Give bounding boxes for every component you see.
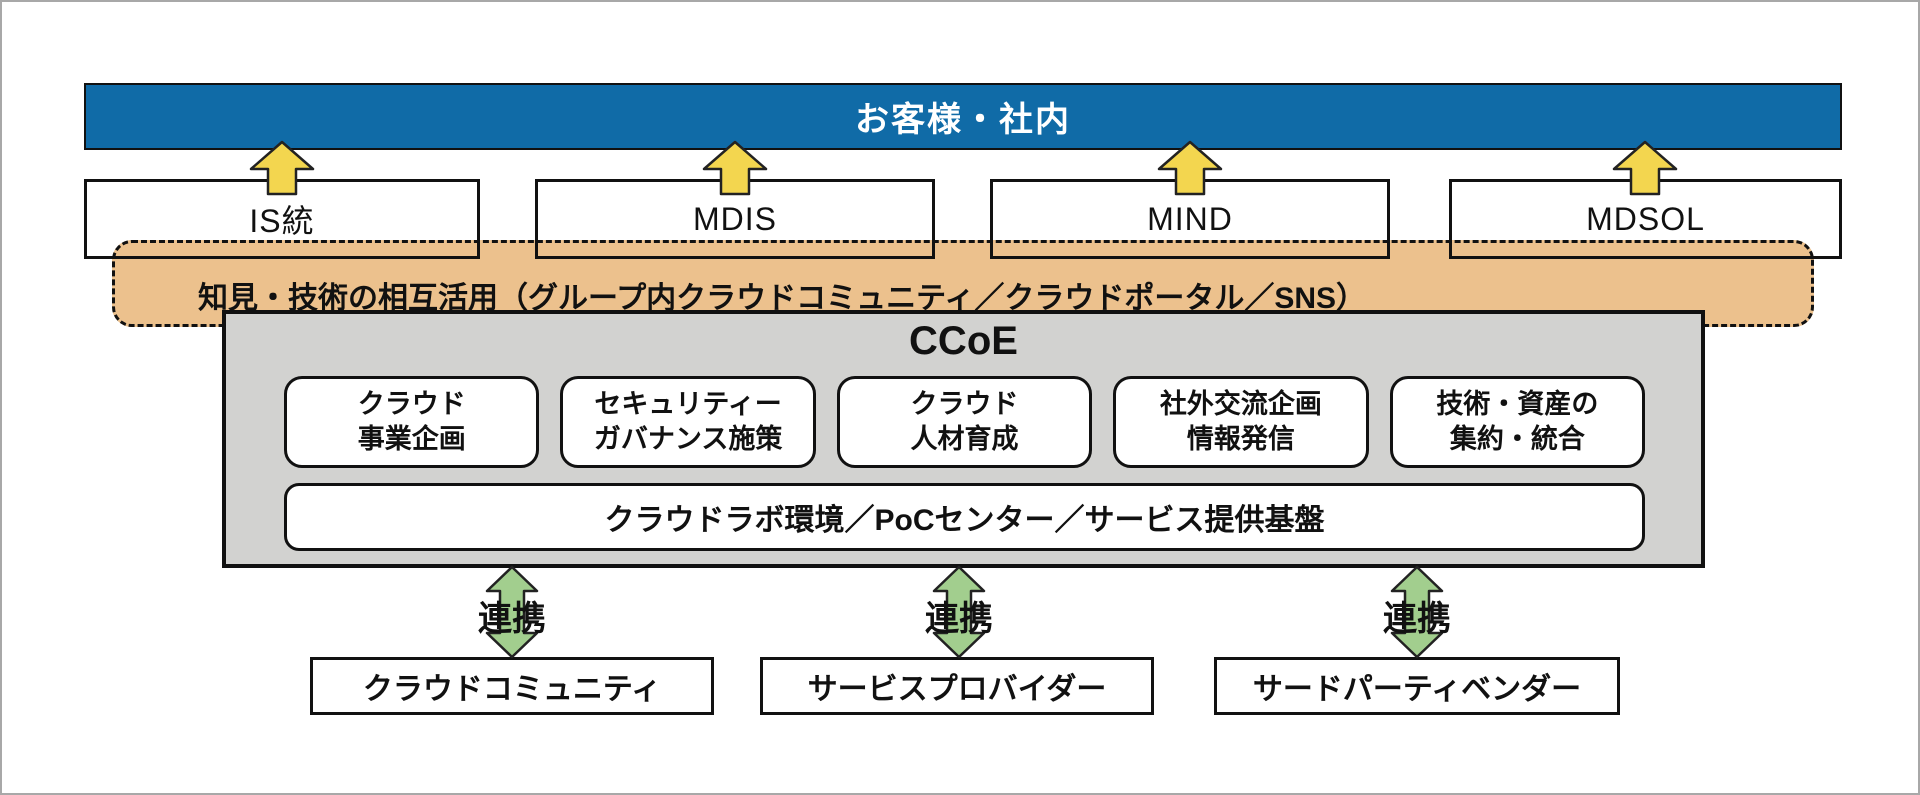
function-label-line2: 集約・統合	[1449, 424, 1585, 454]
function-label-line1: クラウド	[357, 389, 466, 419]
ccoe-box: CCoE クラウド 事業企画 セキュリティー ガバナンス施策 クラウド 人材育成…	[222, 310, 1705, 568]
customers-internal-bar: お客様・社内	[84, 83, 1842, 150]
partner-box-cloud-community: クラウドコミュニティ	[310, 657, 714, 715]
partner-label: クラウドコミュニティ	[362, 673, 662, 706]
function-label-line2: ガバナンス施策	[593, 424, 783, 454]
function-box-tech-asset-integration: 技術・資産の 集約・統合	[1389, 376, 1646, 468]
partner-label: サードパーティベンダー	[1252, 673, 1582, 706]
ccoe-function-row: クラウド 事業企画 セキュリティー ガバナンス施策 クラウド 人材育成 社外交流…	[284, 376, 1646, 468]
knowledge-band-label: 知見・技術の相互活用（グループ内クラウドコミュニティ／クラウドポータル／SNS）	[197, 282, 1367, 315]
ccoe-title: CCoE	[909, 319, 1018, 363]
link-label: 連携	[478, 600, 546, 638]
link-label: 連携	[1383, 600, 1451, 638]
link-double-arrow-icon	[932, 565, 986, 659]
customers-internal-label: お客様・社内	[855, 101, 1071, 139]
function-label-line1: 技術・資産の	[1436, 389, 1599, 419]
function-label-line2: 事業企画	[357, 424, 466, 454]
function-box-external-exchange: 社外交流企画 情報発信	[1113, 376, 1369, 468]
link-double-arrow-icon	[1390, 565, 1444, 659]
company-label: MIND	[1147, 200, 1233, 237]
function-label-line2: 情報発信	[1186, 424, 1295, 454]
up-arrow-icon	[1612, 140, 1678, 196]
up-arrow-icon	[702, 140, 768, 196]
up-arrow-icon	[1157, 140, 1223, 196]
company-label: MDSOL	[1586, 200, 1705, 237]
platform-box: クラウドラボ環境／PoCセンター／サービス提供基盤	[284, 483, 1645, 551]
platform-label: クラウドラボ環境／PoCセンター／サービス提供基盤	[604, 504, 1325, 537]
link-label: 連携	[925, 600, 993, 638]
function-box-business-planning: クラウド 事業企画	[284, 376, 540, 468]
partner-box-third-party-vendor: サードパーティベンダー	[1214, 657, 1620, 715]
function-box-talent-development: クラウド 人材育成	[836, 376, 1093, 468]
link-double-arrow-icon	[485, 565, 539, 659]
up-arrow-icon	[249, 140, 315, 196]
partner-label: サービスプロバイダー	[807, 673, 1107, 706]
partner-box-service-provider: サービスプロバイダー	[760, 657, 1154, 715]
function-box-security-governance: セキュリティー ガバナンス施策	[560, 376, 816, 468]
function-label-line1: クラウド	[910, 389, 1019, 419]
function-label-line1: セキュリティー	[594, 389, 782, 419]
function-label-line1: 社外交流企画	[1159, 389, 1322, 419]
company-label: MDIS	[693, 200, 777, 237]
function-label-line2: 人材育成	[910, 424, 1019, 454]
company-label: IS統	[249, 203, 315, 239]
